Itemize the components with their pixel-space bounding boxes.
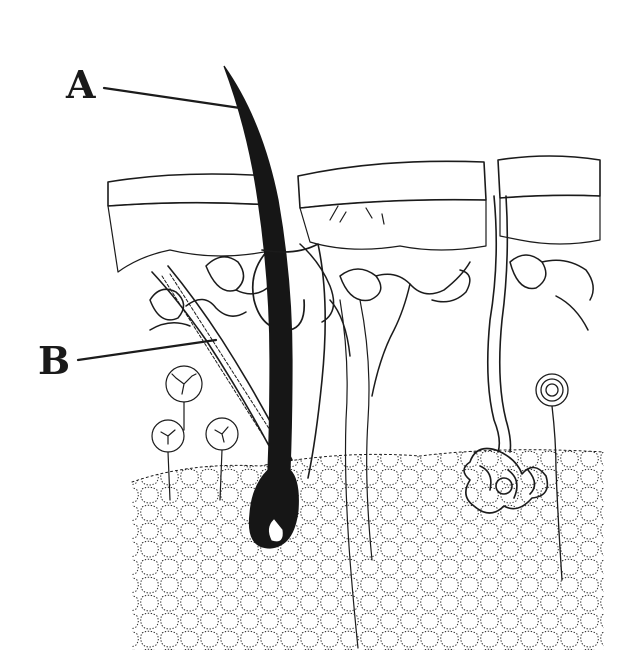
label-b-text: B [38,338,70,383]
stratum-corneum [108,156,600,208]
label-b: B [38,338,216,383]
label-b-leader-line [78,340,216,360]
dermal-vessels [150,255,593,396]
epidermis-basal-layer [108,195,600,272]
label-a: A [65,62,240,108]
label-a-leader-line [104,88,240,108]
label-a-text: A [65,62,96,107]
